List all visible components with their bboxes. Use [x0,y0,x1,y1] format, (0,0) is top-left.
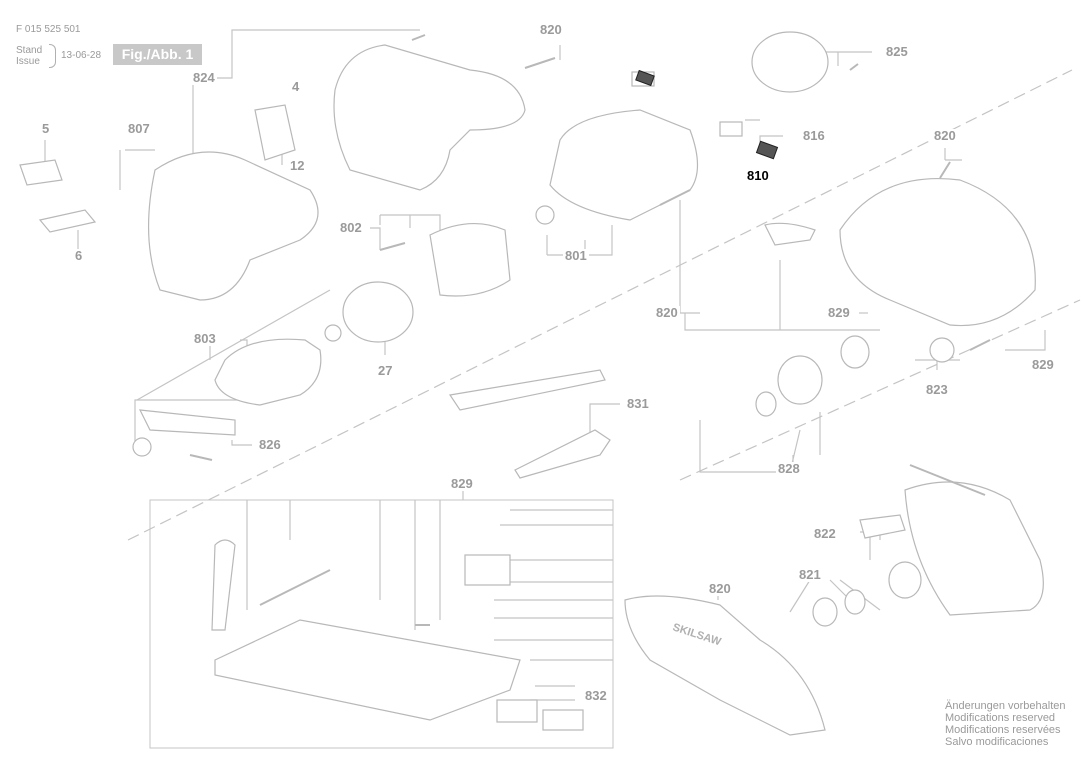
switch-shape [254,104,296,161]
part-label-820-right: 820 [932,128,958,143]
part-label-826: 826 [257,437,283,452]
bracket-shape [464,554,511,586]
part-label-824: 824 [191,70,217,85]
part-label-820-mid: 820 [654,305,680,320]
part-label-5: 5 [40,121,52,136]
handle-housing-shape [147,151,319,301]
gear-shape [840,335,870,369]
document-number: F 015 525 501 [16,24,81,35]
clamp-washer-shape [812,597,838,627]
part-label-829-base: 829 [449,476,475,491]
guard-lever-lower-shape [859,514,906,539]
part-label-816: 816 [801,128,827,143]
base-plate-shape [214,619,521,721]
figure-label: Fig./Abb. 1 [113,44,202,65]
part-label-807: 807 [126,121,152,136]
outer-washer-shape [844,589,866,615]
part-label-801: 801 [563,248,589,263]
division-line-upper [127,69,1073,541]
part-label-802: 802 [338,220,364,235]
end-cap-shape [751,31,829,93]
motor-housing-shape [549,109,699,221]
washer-shape [755,391,777,417]
plug-shape [19,159,63,186]
blade-guard-shape [839,177,1036,327]
note-fr: Modifications reservées [945,724,1061,736]
part-label-829-right: 829 [826,305,852,320]
part-label-823: 823 [924,382,950,397]
armature-shape [214,338,322,406]
rip-fence-shape [448,369,606,411]
lever-shape [496,699,538,723]
baffle-shape [342,281,414,343]
part-label-825: 825 [884,44,910,59]
part-label-829-far: 829 [1030,357,1056,372]
upper-guard-shape [624,595,826,736]
part-label-821: 821 [797,567,823,582]
part-label-820-bottom: 820 [707,581,733,596]
inner-flange-shape [888,561,922,599]
bushing-shape [132,437,152,457]
depth-arm-shape [211,539,236,631]
part-label-822: 822 [812,526,838,541]
part-label-831: 831 [625,396,651,411]
housing-half-shape [333,44,526,191]
knob-shape [929,337,955,363]
part-label-832: 832 [583,688,609,703]
flange-shape [777,355,823,405]
issue-date: 13-06-28 [61,50,102,61]
stand-label: Stand [16,45,43,56]
part-label-27: 27 [376,363,395,378]
aux-handle-shape [38,209,97,233]
carbon-brush-highlight [755,140,779,160]
part-label-4: 4 [290,79,302,94]
issue-label: Issue [16,56,40,67]
division-line-lower [679,299,1081,481]
lever-cap-shape [542,709,584,731]
bearing-small-shape [324,324,342,342]
field-shape [429,222,511,297]
modifications-notice: Änderungen vorbehalten Modifications res… [945,700,1065,748]
part-label-6: 6 [73,248,85,263]
bearing-shape [535,205,555,225]
part-label-803: 803 [192,331,218,346]
part-label-12: 12 [288,158,307,173]
part-label-820-top: 820 [538,22,564,37]
note-es: Salvo modificaciones [945,736,1049,748]
part-label-810: 810 [745,168,771,183]
note-de: Änderungen vorbehalten [945,700,1066,712]
allen-key-shape [514,429,611,479]
guard-lever-shape [764,222,816,246]
brush-holder-shape [719,121,743,137]
note-en: Modifications reserved [945,712,1056,724]
part-label-828: 828 [776,461,802,476]
spindle-lock-shape [138,409,236,436]
lower-guard-shape [904,481,1044,616]
